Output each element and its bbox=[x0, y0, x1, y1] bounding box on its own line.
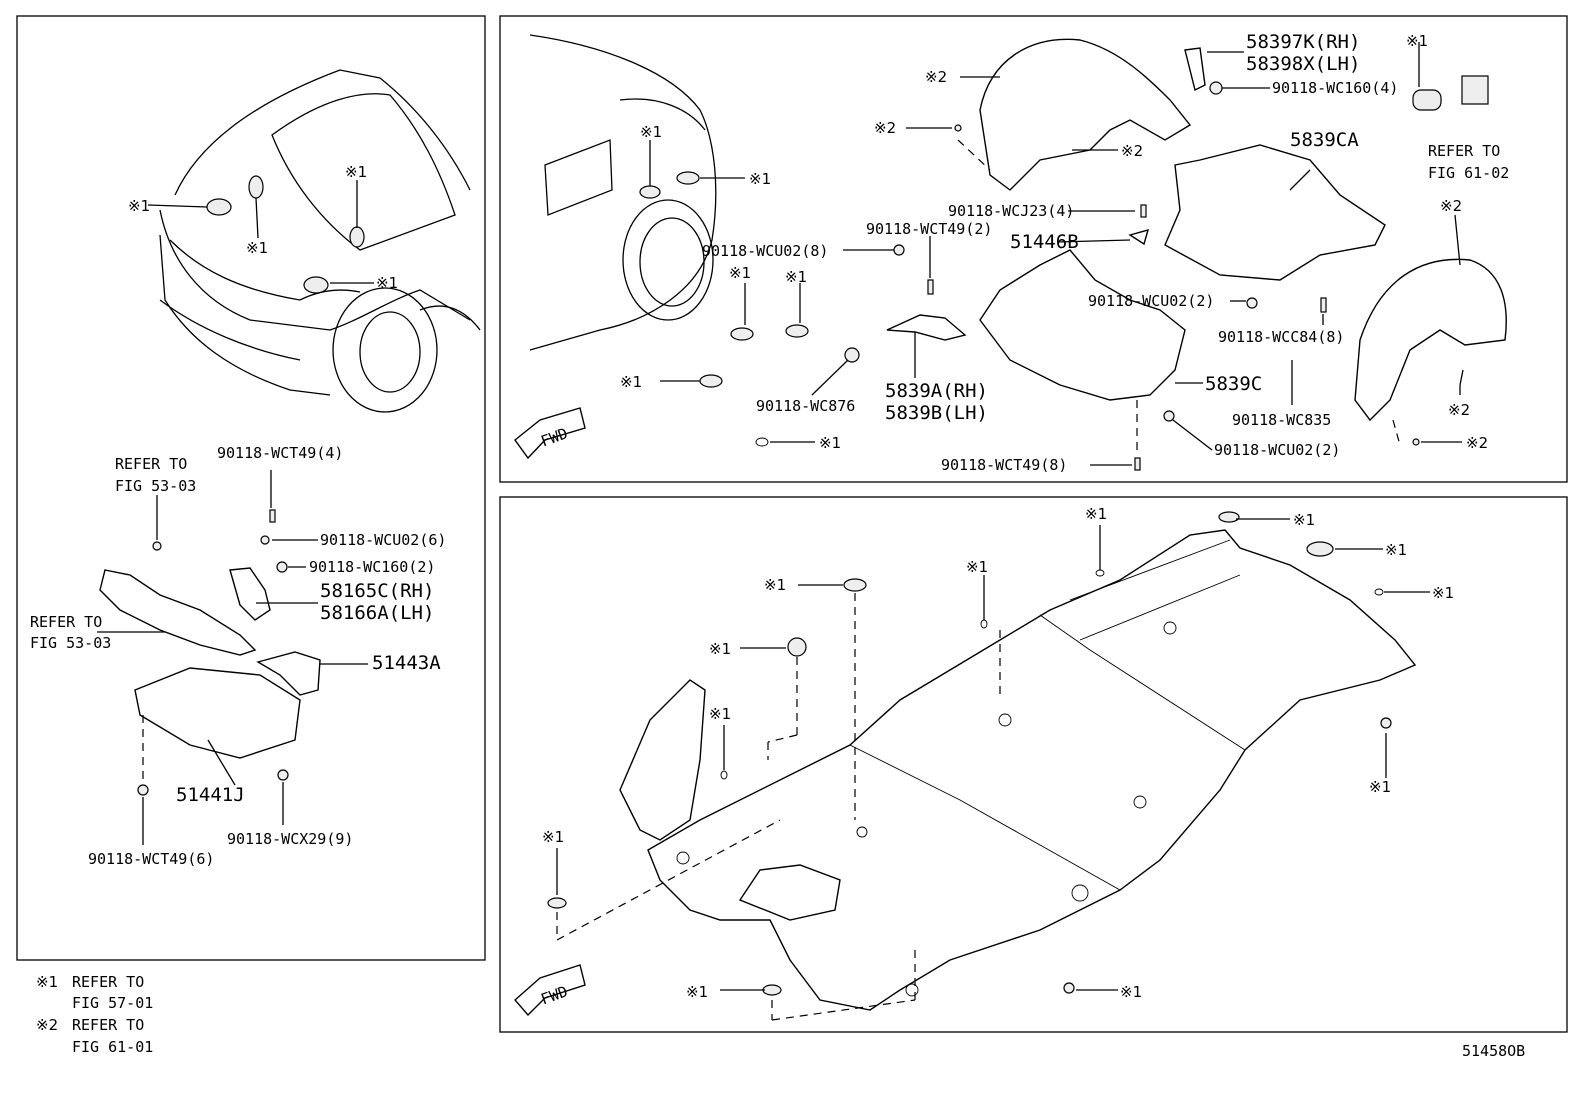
legend-text-1: REFER TO bbox=[72, 973, 144, 991]
tr-mark-1e: ※1 bbox=[620, 373, 642, 391]
legend-text-2: REFER TO bbox=[72, 1016, 144, 1034]
legend-mark-1: ※1 bbox=[36, 973, 58, 991]
label-58165c: 58165C(RH) bbox=[320, 580, 434, 602]
tr-mark-1g: ※1 bbox=[1406, 32, 1428, 50]
br-mark-11: ※1 bbox=[686, 983, 708, 1001]
label-5839ca: 5839CA bbox=[1290, 129, 1359, 151]
refer-top-line2: FIG 53-03 bbox=[115, 477, 196, 495]
car-mark-3: ※1 bbox=[345, 163, 367, 181]
label-wct49-4: 90118-WCT49(4) bbox=[217, 444, 343, 462]
fwd-arrow-top: FWD bbox=[514, 407, 586, 460]
tr-mark-2b: ※2 bbox=[874, 119, 896, 137]
legend-fig-1: FIG 57-01 bbox=[72, 994, 153, 1012]
label-wcu02-2a: 90118-WCU02(2) bbox=[1088, 292, 1214, 310]
label-wc160-2: 90118-WC160(2) bbox=[309, 558, 435, 576]
label-58397k: 58397K(RH) bbox=[1246, 31, 1360, 53]
label-wc835: 90118-WC835 bbox=[1232, 411, 1331, 429]
car-mark-2: ※1 bbox=[246, 239, 268, 257]
br-mark-8: ※1 bbox=[709, 705, 731, 723]
left-panel-parts bbox=[97, 470, 368, 845]
refer-left-line1: REFER TO bbox=[30, 613, 102, 631]
tr-mark-1d: ※1 bbox=[785, 268, 807, 286]
label-wct49-6: 90118-WCT49(6) bbox=[88, 850, 214, 868]
label-wcu02-6: 90118-WCU02(6) bbox=[320, 531, 446, 549]
label-51441j: 51441J bbox=[176, 784, 245, 806]
label-wcu02-2b: 90118-WCU02(2) bbox=[1214, 441, 1340, 459]
left-panel-frame bbox=[16, 15, 486, 961]
refer-fig61-line1: REFER TO bbox=[1428, 142, 1500, 160]
tr-mark-1f: ※1 bbox=[819, 434, 841, 452]
bottom-right-panel-frame bbox=[499, 496, 1568, 1033]
refer-fig61-line2: FIG 61-02 bbox=[1428, 164, 1509, 182]
label-5839c: 5839C bbox=[1205, 373, 1262, 395]
top-right-parts bbox=[660, 38, 1507, 471]
tr-mark-1c: ※1 bbox=[729, 264, 751, 282]
tr-mark-2f: ※2 bbox=[1466, 434, 1488, 452]
tr-mark-2a: ※2 bbox=[925, 68, 947, 86]
label-51446b: 51446B bbox=[1010, 231, 1079, 253]
tr-mark-2e: ※2 bbox=[1448, 401, 1470, 419]
refer-left-line2: FIG 53-03 bbox=[30, 634, 111, 652]
br-mark-2: ※1 bbox=[1293, 511, 1315, 529]
br-mark-3: ※1 bbox=[1385, 541, 1407, 559]
label-wc160-4: 90118-WC160(4) bbox=[1272, 79, 1398, 97]
label-wcu02-8: 90118-WCU02(8) bbox=[702, 242, 828, 260]
legend: ※1 REFER TO FIG 57-01 ※2 REFER TO FIG 61… bbox=[36, 973, 153, 1056]
br-mark-5: ※1 bbox=[966, 558, 988, 576]
label-wct49-2: 90118-WCT49(2) bbox=[866, 220, 992, 238]
label-wcc84-8: 90118-WCC84(8) bbox=[1218, 328, 1344, 346]
br-mark-10: ※1 bbox=[1369, 778, 1391, 796]
label-5839b: 5839B(LH) bbox=[885, 402, 988, 424]
br-mark-7: ※1 bbox=[709, 640, 731, 658]
br-mark-6: ※1 bbox=[764, 576, 786, 594]
top-right-panel-frame bbox=[499, 15, 1568, 483]
br-mark-4: ※1 bbox=[1432, 584, 1454, 602]
label-51443a: 51443A bbox=[372, 652, 441, 674]
label-5839a: 5839A(RH) bbox=[885, 380, 988, 402]
label-58166a: 58166A(LH) bbox=[320, 602, 434, 624]
legend-fig-2: FIG 61-01 bbox=[72, 1038, 153, 1056]
br-mark-12: ※1 bbox=[1120, 983, 1142, 1001]
car-mark-1: ※1 bbox=[128, 197, 150, 215]
tr-mark-1a: ※1 bbox=[640, 123, 662, 141]
label-wcx29-9: 90118-WCX29(9) bbox=[227, 830, 353, 848]
br-mark-9: ※1 bbox=[542, 828, 564, 846]
car-side-illustration bbox=[529, 34, 745, 351]
label-wc876: 90118-WC876 bbox=[756, 397, 855, 415]
label-wcj23-4: 90118-WCJ23(4) bbox=[948, 202, 1074, 220]
br-mark-1: ※1 bbox=[1085, 505, 1107, 523]
floor-undercover-illustration bbox=[547, 511, 1430, 1021]
tr-mark-1b: ※1 bbox=[749, 170, 771, 188]
tr-mark-2c: ※2 bbox=[1121, 142, 1143, 160]
diagram-code: 51458OB bbox=[1462, 1042, 1525, 1060]
label-58398x: 58398X(LH) bbox=[1246, 53, 1360, 75]
legend-mark-2: ※2 bbox=[36, 1016, 58, 1034]
label-wct49-8: 90118-WCT49(8) bbox=[941, 456, 1067, 474]
car-mark-4: ※1 bbox=[376, 274, 398, 292]
fwd-arrow-bottom: FWD bbox=[514, 964, 586, 1017]
refer-top-line1: REFER TO bbox=[115, 455, 187, 473]
tr-mark-2d: ※2 bbox=[1440, 197, 1462, 215]
car-front-illustration bbox=[147, 69, 481, 413]
